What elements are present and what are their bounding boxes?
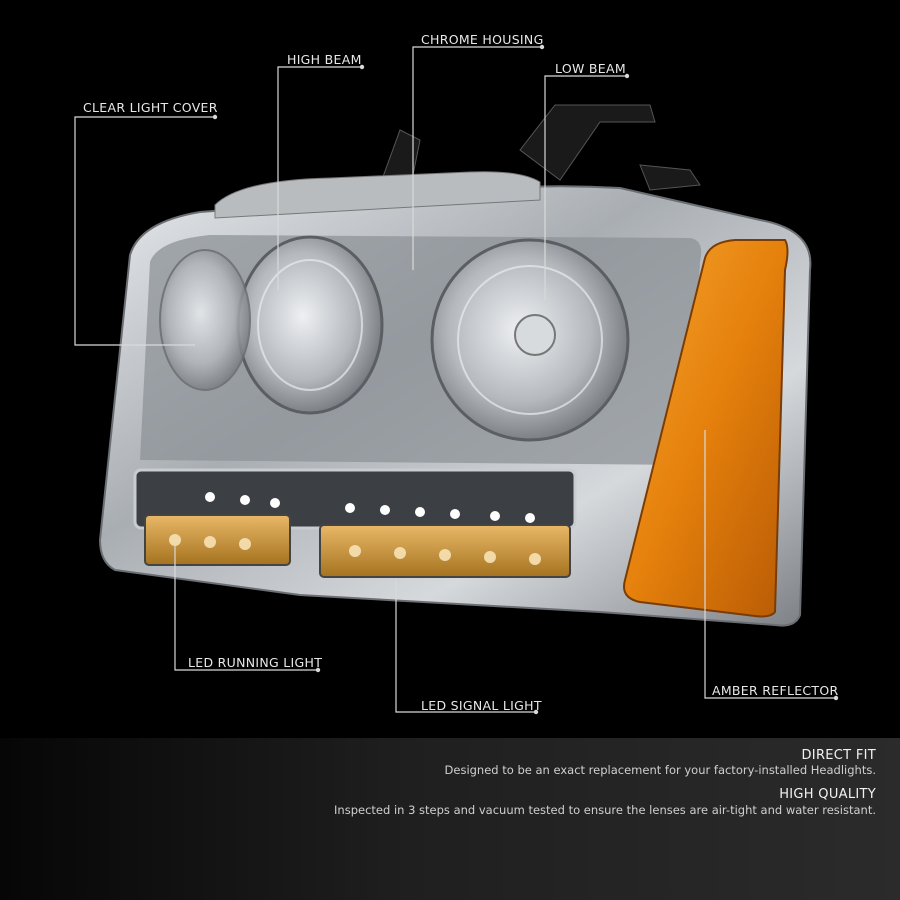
feature-desc-high-quality: Inspected in 3 steps and vacuum tested t… — [334, 803, 876, 817]
feature-desc-direct-fit: Designed to be an exact replacement for … — [444, 763, 876, 777]
features-panel: DIRECT FIT Designed to be an exact repla… — [0, 738, 900, 900]
amber-reflector-lens — [623, 239, 789, 618]
label-amber-reflector: AMBER REFLECTOR — [712, 683, 839, 698]
label-chrome-housing: CHROME HOUSING — [421, 32, 544, 47]
label-high-beam: HIGH BEAM — [287, 52, 362, 67]
feature-title-high-quality: HIGH QUALITY — [779, 787, 876, 802]
led-signal-strip — [144, 514, 571, 578]
label-clear-light-cover: CLEAR LIGHT COVER — [83, 100, 218, 115]
label-low-beam: LOW BEAM — [555, 61, 626, 76]
feature-title-direct-fit: DIRECT FIT — [801, 748, 876, 763]
label-led-signal-light: LED SIGNAL LIGHT — [421, 698, 542, 713]
label-led-running-light: LED RUNNING LIGHT — [188, 655, 323, 670]
led-running-strip — [133, 468, 577, 530]
